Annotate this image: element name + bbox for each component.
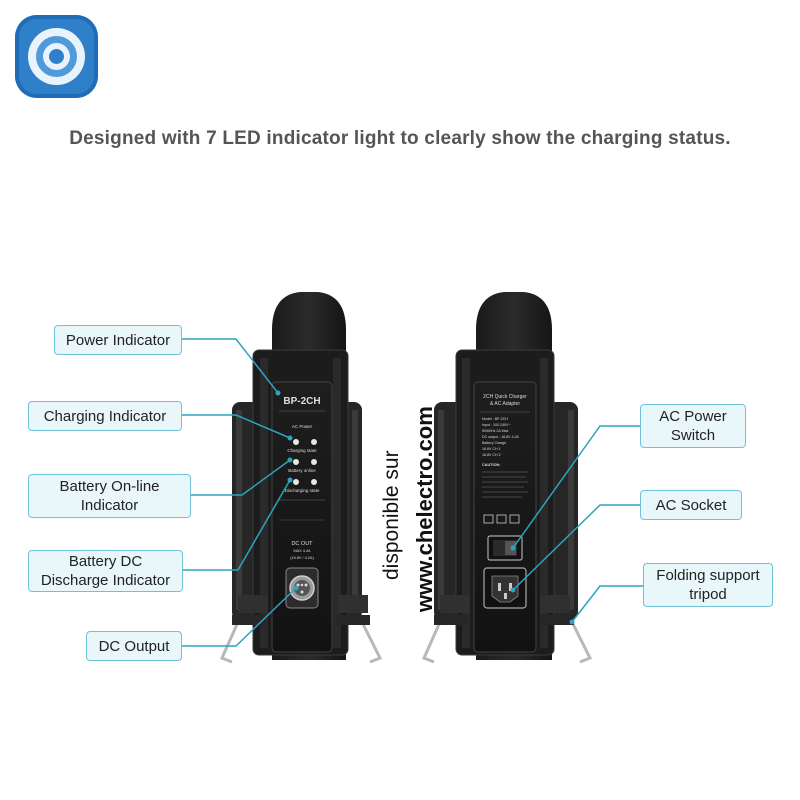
rear-spec-ch2: 16.8V CH 2 [482,453,501,457]
label-battery-online-indicator: Battery On-line Indicator [28,474,191,518]
rear-title-text: 2CH Quick Charger [483,394,527,400]
rear-spec-model: Model : BP-2CH [482,417,508,421]
front-ac-power-text: AC Power [292,424,313,429]
rear-spec-charge: Battery Charge [482,441,506,445]
headline: Designed with 7 LED indicator light to c… [69,128,731,149]
label-dc-output: DC Output [86,631,182,661]
watermark-line2: www.chelectro.com [412,406,437,612]
label-ac-socket: AC Socket [640,490,742,520]
label-ac-power-switch: AC Power Switch [640,404,746,448]
ac-socket [483,567,527,609]
label-battery-dc-discharge-indicator: Battery DC Discharge Indicator [28,550,183,592]
brand-logo [15,15,98,98]
label-folding-support-tripod: Folding support tripod [643,563,773,607]
front-discharging-state-text: Discharging state [285,488,320,493]
rear-caution: CAUTION: [482,463,501,467]
rear-title-text-2: & AC Adapter [490,401,520,407]
charger-front-view: BP-2CH AC Power Charging state Battery o… [219,292,383,664]
front-dc-max-text: MAX 4.4A [293,549,311,553]
rear-spec-freq: 50/60Hz 2A Max [482,429,509,433]
front-dc-out-text: DC OUT [291,541,313,547]
label-power-indicator: Power Indicator [54,325,182,355]
rear-spec-ch1: 16.8V CH 1 [482,447,501,451]
charger-rear-view: 2CH Quick Charger & AC Adapter Model : B… [421,292,593,664]
watermark-line1: disponible sur [380,450,403,580]
front-charging-state-text: Charging state [287,448,317,453]
front-battery-online-text: Battery online [288,468,316,473]
front-dc-voltage-text: (16.8V / 4.2A) [290,556,314,560]
rear-spec-dc: DC output : 16.8V 4.2A [482,435,520,439]
label-charging-indicator: Charging Indicator [28,401,182,431]
dc-output-connector [285,567,319,609]
front-model-text: BP-2CH [283,396,320,407]
rear-spec-input: Input : 100-240V~ [482,423,511,427]
